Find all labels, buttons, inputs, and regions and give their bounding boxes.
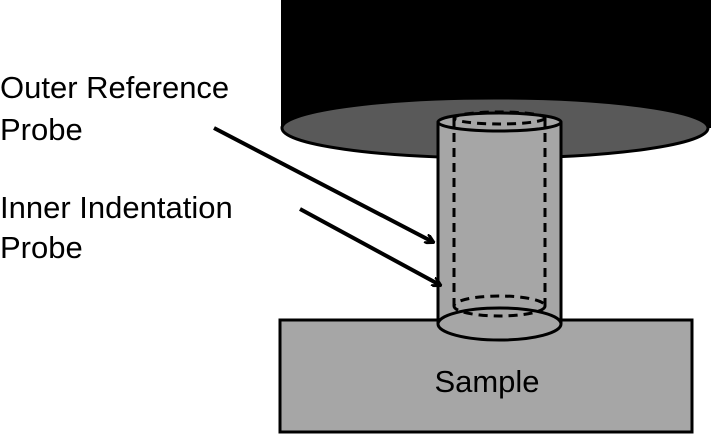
inner-probe-top [452,110,547,126]
outer-probe-label-line1: Outer Reference [0,70,229,105]
outer-reference-probe [436,111,563,342]
sample-block: Sample [278,318,694,434]
inner-probe-bottom [452,294,547,318]
outer-probe-bottom [436,306,563,342]
outer-probe-label-line2: Probe [0,112,83,147]
inner-probe-label-line2: Probe [0,230,83,265]
inner-probe-arrow [299,207,440,285]
outer-probe-arrow [213,126,433,242]
inner-probe-label-line1: Inner Indentation [0,190,233,225]
outer-probe-body [438,122,561,324]
sample-label: Sample [434,364,539,399]
inner-indentation-probe [452,110,547,318]
